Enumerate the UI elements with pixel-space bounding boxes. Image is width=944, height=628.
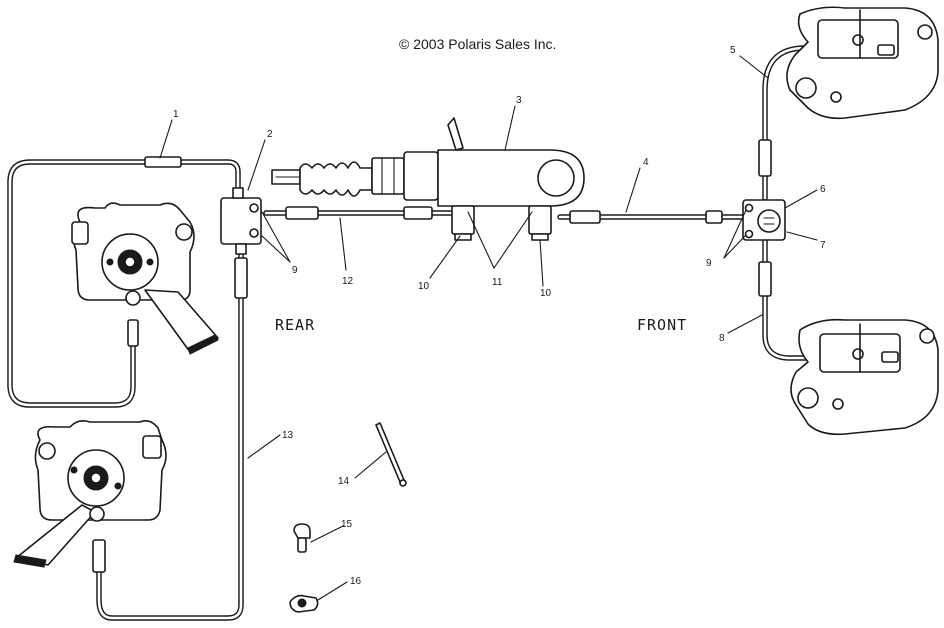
callout-12: 12: [342, 276, 354, 287]
callout-5: 5: [730, 45, 736, 56]
callout-10-left: 10: [418, 281, 430, 292]
copyright-text: © 2003 Polaris Sales Inc.: [399, 36, 556, 52]
part-16-clamp: [289, 594, 319, 613]
lower-right-caliper: [790, 318, 939, 436]
brake-line-8: [758, 237, 888, 361]
upper-left-caliper: [71, 202, 219, 355]
master-cylinder: [271, 117, 585, 241]
brake-line-13: [92, 242, 248, 621]
callout-1: 1: [173, 109, 179, 120]
brake-line-4: [557, 210, 745, 224]
upper-right-caliper: [786, 6, 939, 120]
leader-lines: [159, 55, 818, 601]
brake-line-12: [263, 206, 458, 220]
part-15-clip: [293, 523, 311, 553]
callout-8: 8: [719, 333, 725, 344]
callout-15: 15: [341, 519, 353, 530]
callout-9-rear: 9: [292, 265, 298, 276]
callout-3: 3: [516, 95, 522, 106]
callout-11: 11: [492, 277, 503, 288]
lower-left-caliper: [13, 420, 167, 568]
callout-10-right: 10: [540, 288, 552, 299]
callout-7: 7: [820, 240, 826, 251]
brake-lines: [7, 45, 888, 621]
callout-14: 14: [338, 476, 350, 487]
front-junction-block: [742, 199, 786, 241]
callout-16: 16: [350, 576, 362, 587]
rear-junction-block: [220, 187, 262, 255]
brake-line-1: [7, 156, 241, 408]
rear-label: REAR: [275, 316, 315, 334]
callout-13: 13: [282, 430, 294, 441]
callout-6: 6: [820, 184, 826, 195]
part-14-tie-strap: [375, 422, 407, 487]
front-label: FRONT: [637, 316, 687, 334]
callout-numbers: 1 2 3 4 5 6 7 8 9 9 10 10 11 12 13 14 15…: [173, 45, 826, 587]
callout-9-front: 9: [706, 258, 712, 269]
callout-2: 2: [267, 129, 273, 140]
callout-4: 4: [643, 157, 649, 168]
